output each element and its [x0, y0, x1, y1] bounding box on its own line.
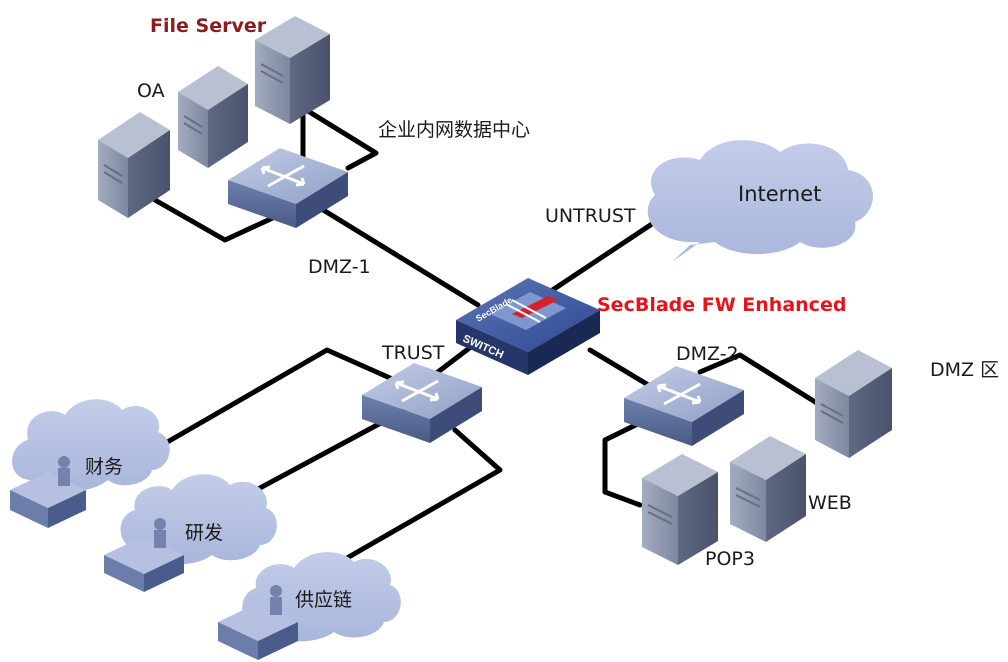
terminal-rnd — [104, 518, 184, 592]
terminal-finance — [10, 456, 86, 528]
link-switch1-fileserver — [300, 105, 379, 173]
server-web — [730, 436, 806, 542]
oa-label: OA — [137, 80, 165, 102]
switch-dmz1 — [228, 148, 348, 228]
datacenter-label: 企业内网数据中心 — [378, 119, 531, 141]
dmz1-label: DMZ-1 — [308, 256, 371, 278]
dmz-zone-label: DMZ 区 — [930, 359, 1000, 381]
internet-cloud — [647, 140, 873, 262]
trust-label: TRUST — [382, 342, 445, 364]
server-oa — [178, 66, 248, 168]
link-switch1-server-left — [152, 197, 293, 243]
file-server-label: File Server — [150, 15, 267, 37]
supply-chain-label: 供应链 — [295, 589, 353, 611]
rnd-label: 研发 — [185, 522, 224, 544]
link-dmz2-web-server — [697, 352, 823, 408]
server-pop3 — [642, 454, 718, 565]
server-left — [98, 112, 170, 218]
dmz2-label: DMZ-2 — [676, 343, 739, 365]
terminal-supply — [218, 585, 298, 660]
internet-label: Internet — [738, 182, 822, 206]
switch-trust — [362, 363, 482, 443]
web-label: WEB — [808, 492, 852, 514]
untrust-label: UNTRUST — [545, 205, 636, 227]
link-switch1-firewall — [317, 205, 481, 308]
links — [147, 105, 823, 591]
link-firewall-internet — [542, 209, 673, 298]
finance-label: 财务 — [85, 456, 124, 478]
link-dmz2-pop3 — [602, 415, 653, 508]
switch-dmz2 — [624, 366, 744, 446]
firewall-label: SecBlade FW Enhanced — [597, 294, 847, 316]
server-dmz — [815, 350, 892, 458]
link-trust-finance — [147, 347, 393, 455]
server-file — [255, 16, 330, 124]
pop3-label: POP3 — [705, 548, 755, 570]
finance-cloud — [12, 399, 170, 492]
link-trust-supply — [292, 427, 503, 591]
firewall-secblade: SecBlade SWITCH — [456, 278, 600, 375]
